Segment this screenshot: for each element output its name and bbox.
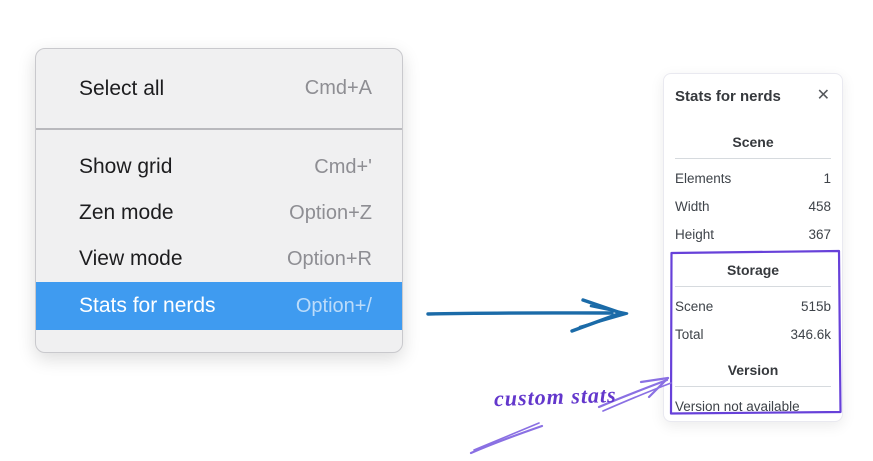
version-note: Version not available xyxy=(675,399,800,414)
menu-item-view-mode[interactable]: View mode Option+R xyxy=(36,236,402,282)
close-icon[interactable]: ✕ xyxy=(816,87,830,104)
stat-row-scene-width: Width 458 xyxy=(675,192,831,220)
menu-section-top: Select all Cmd+A xyxy=(36,49,402,128)
section-divider xyxy=(675,158,831,159)
section-heading-version: Version xyxy=(727,362,779,378)
stat-value: 367 xyxy=(808,226,831,242)
stat-label: Elements xyxy=(675,170,732,186)
menu-item-label: Show grid xyxy=(79,155,173,178)
menu-item-show-grid[interactable]: Show grid Cmd+' xyxy=(36,144,402,190)
menu-item-label: Stats for nerds xyxy=(79,294,216,317)
panel-title: Stats for nerds xyxy=(675,87,781,105)
section-divider xyxy=(675,386,831,387)
stat-value: 515b xyxy=(800,298,831,314)
stat-row-storage-total: Total 346.6k xyxy=(675,320,831,348)
menu-item-shortcut: Option+R xyxy=(286,247,372,270)
stat-row-scene-height: Height 367 xyxy=(675,220,831,248)
custom-stats-annotation: custom stats xyxy=(493,381,618,412)
stats-panel-header: Stats for nerds ✕ xyxy=(675,86,831,106)
section-heading-scene: Scene xyxy=(732,134,774,150)
menu-item-select-all[interactable]: Select all Cmd+A xyxy=(36,64,402,113)
section-divider xyxy=(675,286,831,287)
menu-item-stats-for-nerds[interactable]: Stats for nerds Option+/ xyxy=(36,282,402,330)
stat-label: Height xyxy=(675,226,715,242)
stat-label: Width xyxy=(675,198,710,214)
menu-item-shortcut: Cmd+A xyxy=(304,77,372,99)
stat-label: Total xyxy=(675,326,704,342)
menu-item-label: Zen mode xyxy=(79,201,174,224)
menu-item-zen-mode[interactable]: Zen mode Option+Z xyxy=(36,190,402,236)
stat-label: Scene xyxy=(675,298,714,314)
menu-item-shortcut: Option+/ xyxy=(295,294,372,317)
menu-divider xyxy=(36,128,402,130)
stat-row-scene-elements: Elements 1 xyxy=(675,164,831,192)
menu-item-label: View mode xyxy=(79,247,183,270)
stat-value: 458 xyxy=(808,198,831,214)
stat-value: 346.6k xyxy=(790,326,831,342)
flow-arrow xyxy=(426,298,629,333)
menu-item-shortcut: Option+Z xyxy=(289,201,372,224)
menu-item-label: Select all xyxy=(79,76,165,100)
stat-value: 1 xyxy=(823,170,831,186)
menu-item-shortcut: Cmd+' xyxy=(314,155,372,178)
section-heading-storage: Storage xyxy=(726,262,780,278)
stat-row-storage-scene: Scene 515b xyxy=(675,292,831,320)
